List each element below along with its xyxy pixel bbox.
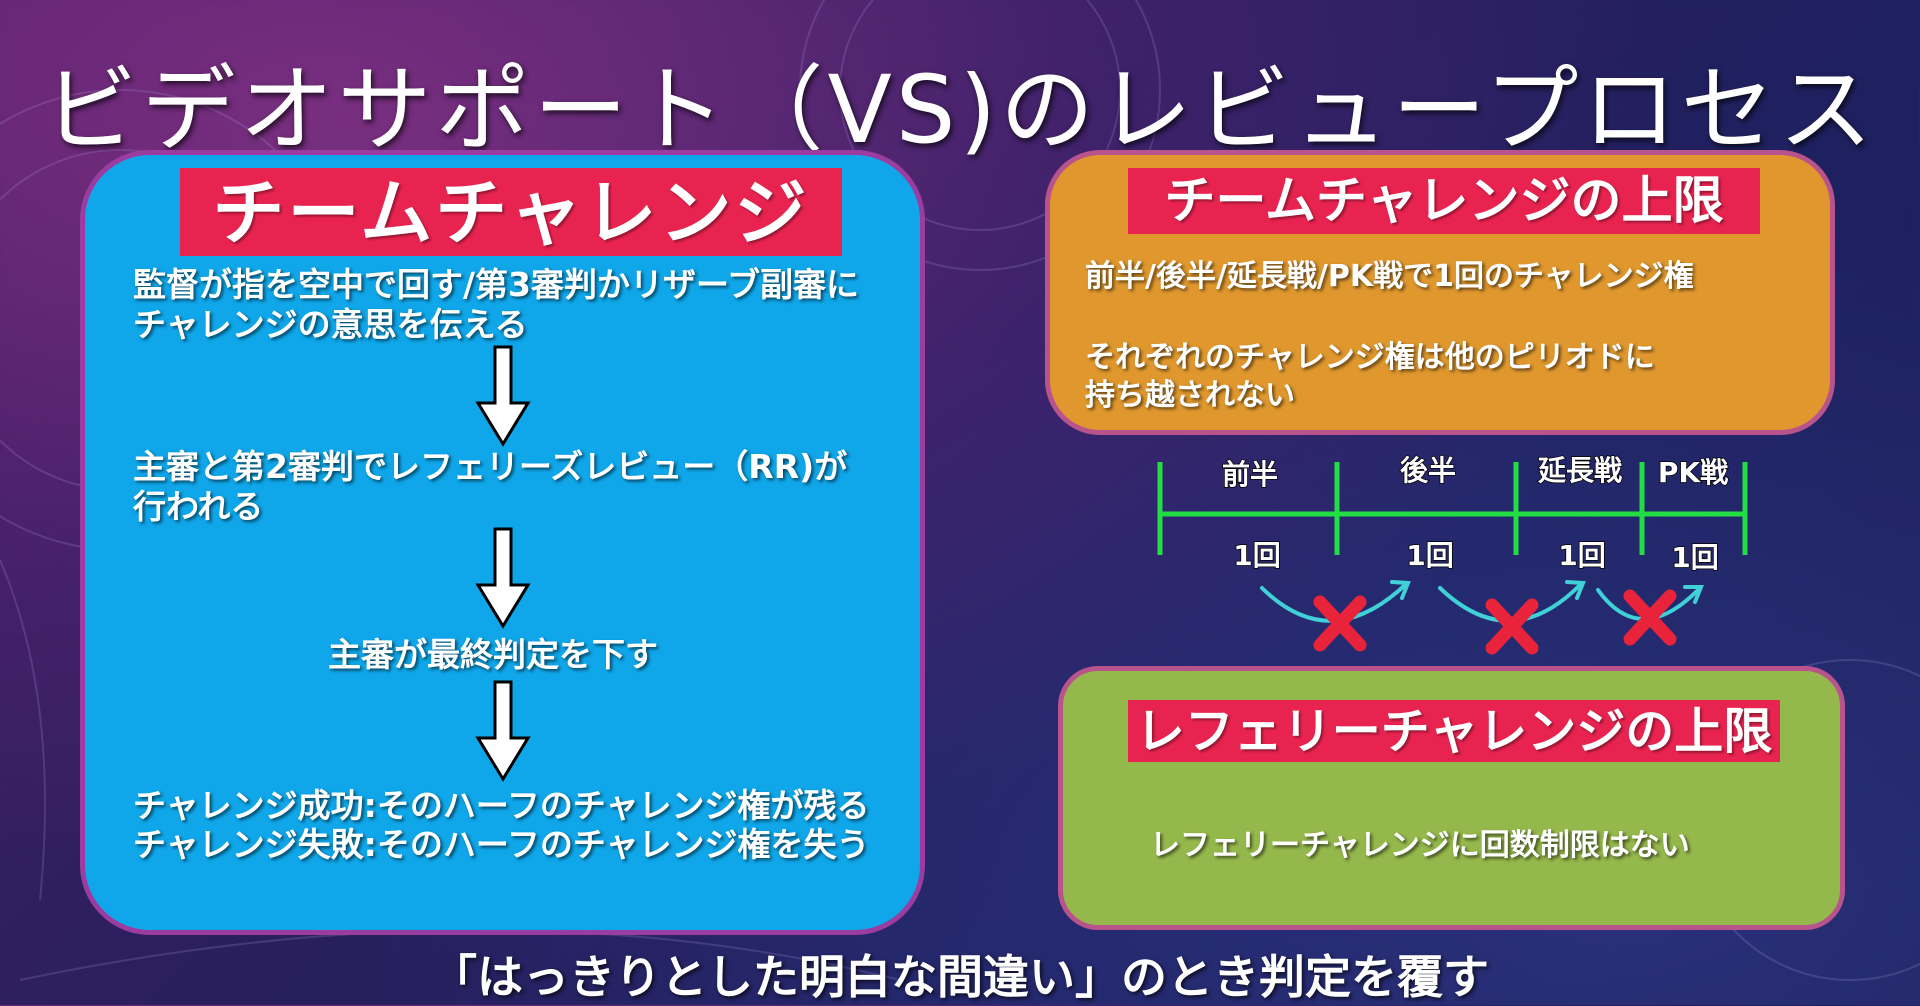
referee-limit-text: レフェリーチャレンジに回数制限はない — [1150, 828, 1690, 863]
step3-final-decision: 主審が最終判定を下す — [328, 635, 658, 674]
footer-caption: 「はっきりとした明白な間違い」のとき判定を覆す — [431, 950, 1489, 1004]
step2-line1: 主審と第2審判でレフェリーズレビュー（RR)が — [133, 447, 848, 486]
period-count: 1回 — [1558, 539, 1605, 572]
period-count: 1回 — [1671, 541, 1718, 574]
period-label: PK戦 — [1658, 456, 1728, 489]
cross-icon — [1623, 589, 1677, 646]
team-challenge-heading: チームチャレンジ — [180, 168, 842, 256]
down-arrow-icon — [475, 680, 531, 782]
period-count: 1回 — [1406, 539, 1453, 572]
period-count: 1回 — [1233, 539, 1280, 572]
down-arrow-icon — [475, 345, 531, 447]
carry-arrowhead-icon — [1390, 580, 1411, 600]
period-label: 延長戦 — [1537, 454, 1622, 487]
cross-icon — [1485, 598, 1539, 655]
team-limit-line2: それぞれのチャレンジ権は他のピリオドに — [1085, 340, 1655, 375]
step1-line1: 監督が指を空中で回す/第3審判かリザーブ副審に — [133, 265, 860, 304]
step2-line2: 行われる — [133, 487, 264, 526]
result-success: チャレンジ成功:そのハーフのチャレンジ権が残る — [133, 786, 870, 825]
cross-icon — [1313, 595, 1367, 652]
team-limit-heading: チームチャレンジの上限 — [1128, 168, 1760, 234]
page-title: ビデオサポート（VS)のレビュープロセス — [43, 55, 1877, 165]
carry-arrowhead-icon — [1683, 585, 1704, 604]
step1-line2: チャレンジの意思を伝える — [133, 305, 528, 344]
team-limit-line3: 持ち越されない — [1085, 378, 1295, 413]
referee-limit-heading: レフェリーチャレンジの上限 — [1128, 700, 1780, 762]
result-fail: チャレンジ失敗:そのハーフのチャレンジ権を失う — [133, 825, 870, 864]
carry-arrowhead-icon — [1565, 580, 1586, 600]
team-limit-line1: 前半/後半/延長戦/PK戦で1回のチャレンジ権 — [1085, 259, 1694, 294]
period-label: 後半 — [1400, 454, 1456, 487]
down-arrow-icon — [475, 527, 531, 629]
period-label: 前半 — [1222, 458, 1278, 491]
